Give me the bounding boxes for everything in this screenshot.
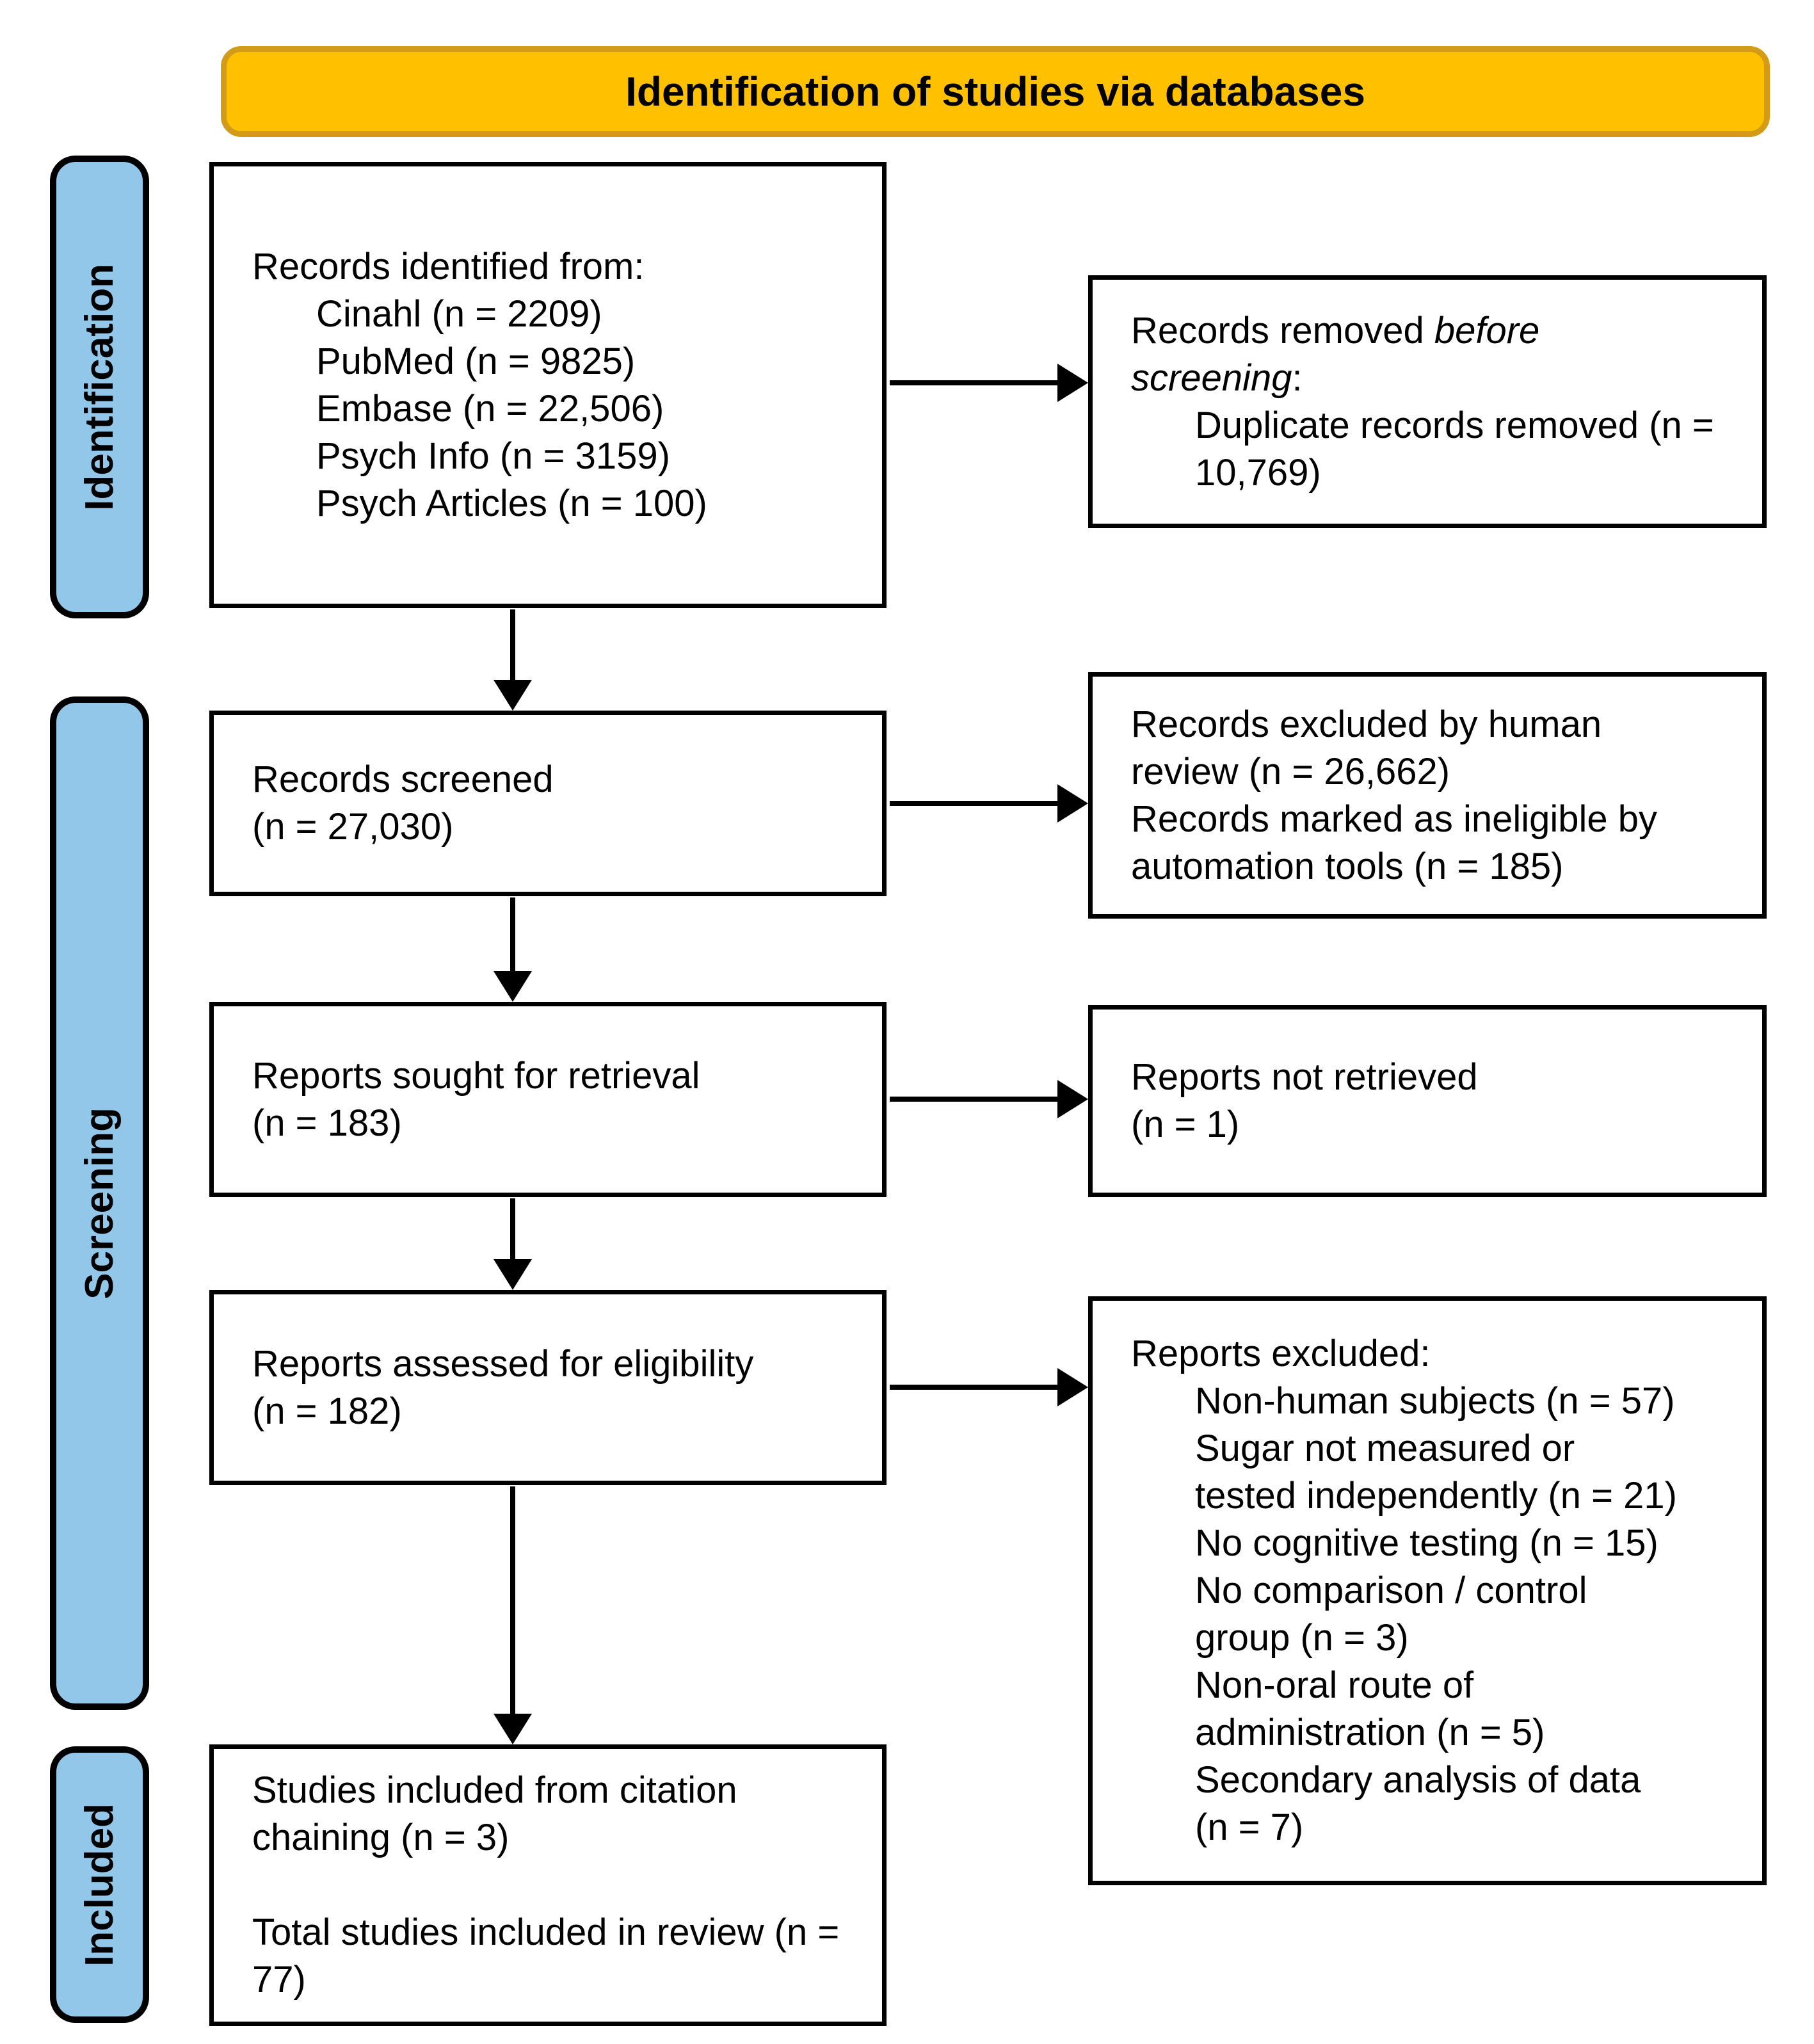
- arrow-sought-to-notretrieved-head: [1057, 1080, 1088, 1118]
- reports-assessed-line: Reports assessed for eligibility: [252, 1342, 754, 1385]
- records-identified-item: Embase (n = 22,506): [316, 387, 664, 430]
- reports-excluded-item: Sugar not measured or tested independent…: [1195, 1428, 1677, 1517]
- reports-sought-line: Reports sought for retrieval: [252, 1054, 700, 1097]
- reports-assessed-count: (n = 182): [252, 1390, 402, 1432]
- reports-excluded-intro: Reports excluded:: [1131, 1333, 1431, 1374]
- reports-not-retrieved-count: (n = 1): [1131, 1104, 1240, 1145]
- box-studies-included: Studies included from citation chaining …: [209, 1744, 887, 2026]
- stage-identification-label: Identification: [77, 263, 122, 511]
- records-removed-line1-italic: before: [1434, 309, 1540, 351]
- reports-not-retrieved-line: Reports not retrieved: [1131, 1056, 1478, 1098]
- records-removed-line1-plain: Records removed: [1131, 309, 1434, 351]
- stage-screening-label: Screening: [77, 1107, 122, 1300]
- records-excluded-paragraph: Records excluded by human review (n = 26…: [1131, 703, 1602, 793]
- arrow-sought-to-notretrieved-line: [890, 1097, 1057, 1102]
- records-removed-line2: screening:: [1131, 355, 1724, 402]
- records-screened-line: Records screened: [252, 759, 554, 800]
- arrow-sought-to-assessed-head: [494, 1259, 532, 1290]
- arrow-screened-to-sought-line: [510, 897, 515, 972]
- arrow-screened-to-excluded-head: [1057, 784, 1088, 823]
- reports-excluded-item: No cognitive testing (n = 15): [1195, 1522, 1658, 1564]
- records-removed-item: Duplicate records removed (n = 10,769): [1195, 404, 1714, 494]
- banner-title: Identification of studies via databases: [625, 68, 1365, 115]
- box-records-identified: Records identified from: Cinahl (n = 220…: [209, 162, 887, 608]
- records-removed-line2-plain: :: [1292, 357, 1303, 399]
- studies-included-citation-chaining: Studies included from citation chaining …: [252, 1769, 737, 1858]
- stage-included: Included: [50, 1746, 149, 2023]
- arrow-screened-to-sought-head: [494, 971, 532, 1002]
- arrow-assessed-to-included-head: [494, 1714, 532, 1744]
- arrow-screened-to-excluded-line: [890, 801, 1057, 806]
- records-identified-item: Psych Articles (n = 100): [316, 482, 707, 524]
- arrow-assessed-to-excluded-line: [890, 1385, 1057, 1390]
- banner: Identification of studies via databases: [221, 46, 1770, 137]
- box-records-screened: Records screened (n = 27,030): [209, 711, 887, 896]
- studies-included-total: Total studies included in review (n = 77…: [252, 1911, 840, 2000]
- arrow-sought-to-assessed-line: [510, 1198, 515, 1260]
- reports-excluded-item: Non-human subjects (n = 57): [1195, 1380, 1675, 1422]
- records-identified-item: Psych Info (n = 3159): [316, 435, 670, 477]
- reports-excluded-item: Non-oral route of administration (n = 5): [1195, 1664, 1545, 1753]
- records-identified-item: Cinahl (n = 2209): [316, 293, 602, 335]
- box-records-excluded: Records excluded by human review (n = 26…: [1088, 672, 1767, 919]
- stage-identification: Identification: [50, 156, 149, 618]
- stage-screening: Screening: [50, 696, 149, 1710]
- arrow-identified-to-removed-line: [890, 380, 1057, 385]
- records-removed-line1: Records removed before: [1131, 307, 1724, 355]
- reports-sought-count: (n = 183): [252, 1102, 402, 1144]
- box-reports-assessed: Reports assessed for eligibility (n = 18…: [209, 1290, 887, 1485]
- arrow-identified-to-screened-head: [494, 680, 532, 711]
- arrow-identified-to-removed-head: [1057, 364, 1088, 402]
- records-identified-intro: Records identified from:: [252, 245, 645, 287]
- arrow-assessed-to-excluded-head: [1057, 1368, 1088, 1406]
- stage-included-label: Included: [77, 1803, 122, 1967]
- records-excluded-paragraph: Records marked as ineligible by automati…: [1131, 798, 1658, 887]
- box-records-removed-before-screening: Records removed before screening: Duplic…: [1088, 275, 1767, 528]
- reports-excluded-item: Secondary analysis of data (n = 7): [1195, 1759, 1641, 1848]
- records-screened-count: (n = 27,030): [252, 806, 454, 848]
- box-reports-not-retrieved: Reports not retrieved (n = 1): [1088, 1005, 1767, 1197]
- records-removed-line2-italic: screening: [1131, 357, 1292, 399]
- records-identified-item: PubMed (n = 9825): [316, 340, 636, 382]
- reports-excluded-item: No comparison / control group (n = 3): [1195, 1570, 1587, 1659]
- box-reports-sought: Reports sought for retrieval (n = 183): [209, 1002, 887, 1197]
- arrow-assessed-to-included-line: [510, 1486, 515, 1715]
- box-reports-excluded: Reports excluded: Non-human subjects (n …: [1088, 1296, 1767, 1885]
- arrow-identified-to-screened-line: [510, 609, 515, 681]
